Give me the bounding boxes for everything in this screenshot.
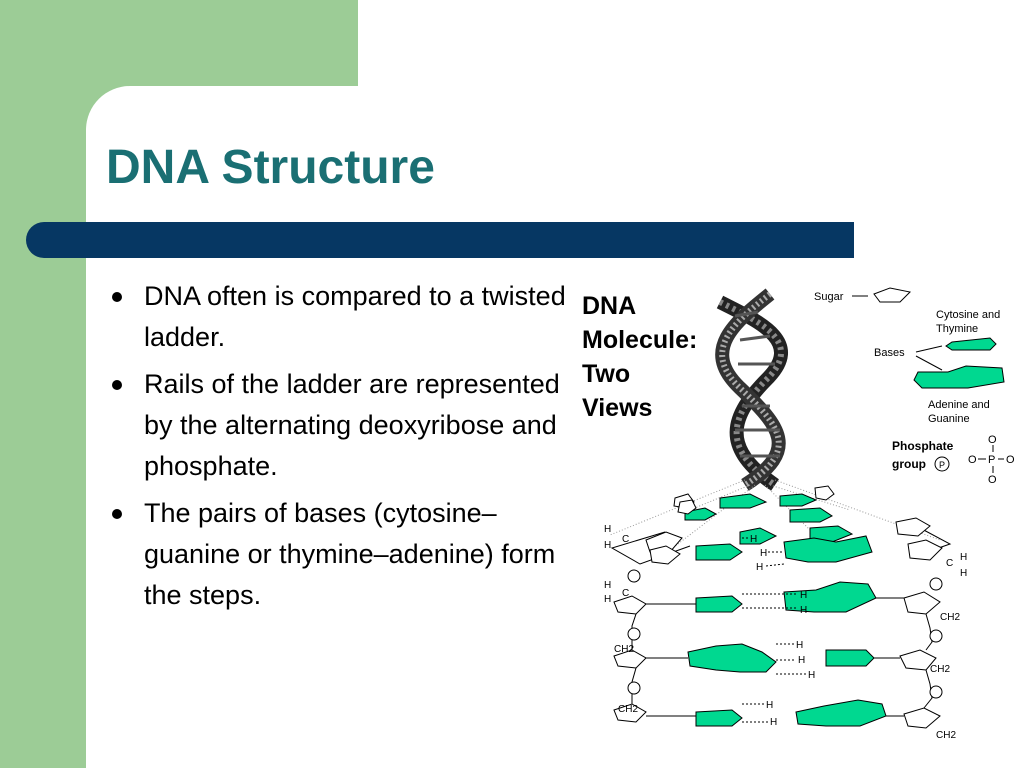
figure-heading-line: Molecule: bbox=[582, 326, 697, 354]
bullet-dot-icon bbox=[112, 292, 122, 302]
sugar-pentagon-icon bbox=[873, 287, 912, 303]
svg-text:H: H bbox=[798, 655, 805, 666]
phosphate-circle-icon bbox=[929, 685, 943, 699]
svg-text:O: O bbox=[1006, 454, 1015, 466]
bullet-item: DNA often is compared to a twisted ladde… bbox=[106, 276, 568, 358]
bullet-dot-icon bbox=[112, 380, 122, 390]
title-underline-bar bbox=[26, 222, 854, 258]
legend-bases-label: Bases bbox=[874, 347, 905, 359]
dna-molecule-figure: DNA Molecule: Two Views bbox=[570, 280, 1024, 768]
pyrimidine-base-icon bbox=[945, 337, 997, 351]
slide-title: DNA Structure bbox=[106, 141, 435, 194]
phosphate-circle-icon bbox=[929, 629, 943, 643]
svg-text:H: H bbox=[750, 534, 757, 545]
phosphate-circle-icon bbox=[627, 681, 641, 695]
figure-heading-line: Views bbox=[582, 394, 652, 422]
legend-guanine-line: Guanine bbox=[928, 413, 970, 425]
bullet-list: DNA often is compared to a twisted ladde… bbox=[106, 276, 568, 676]
figure-heading-line: Two bbox=[582, 360, 630, 388]
legend-cytosine-line: Thymine bbox=[936, 323, 978, 335]
svg-text:O: O bbox=[988, 434, 997, 446]
svg-text:H: H bbox=[604, 580, 611, 591]
svg-text:H: H bbox=[604, 524, 611, 535]
legend-phosphate-line: group bbox=[892, 457, 926, 471]
double-helix-illustration bbox=[609, 288, 941, 551]
purine-base-icon bbox=[913, 365, 1005, 389]
svg-text:H: H bbox=[960, 552, 967, 563]
svg-text:H: H bbox=[770, 717, 777, 728]
legend-phosphate-line: Phosphate bbox=[892, 439, 954, 453]
svg-text:C: C bbox=[622, 588, 629, 599]
svg-text:H: H bbox=[796, 640, 803, 651]
legend-cytosine-line: Cytosine and bbox=[936, 309, 1000, 321]
figure-background bbox=[570, 280, 1024, 768]
bullet-text: The pairs of bases (cytosine–guanine or … bbox=[144, 498, 556, 610]
svg-text:O: O bbox=[988, 474, 997, 486]
svg-text:CH2: CH2 bbox=[618, 704, 638, 715]
figure-legend: Sugar Cytosine and Thymine Bases Adenine… bbox=[814, 287, 1015, 486]
figure-heading: DNA Molecule: Two Views bbox=[582, 292, 697, 422]
bullet-item: Rails of the ladder are represented by t… bbox=[106, 364, 568, 487]
phosphate-circle-icon bbox=[929, 577, 943, 591]
figure-heading-line: DNA bbox=[582, 292, 636, 320]
svg-text:CH2: CH2 bbox=[930, 664, 950, 675]
svg-text:H: H bbox=[604, 594, 611, 605]
base-pair-ladder bbox=[610, 517, 952, 729]
svg-text:CH2: CH2 bbox=[614, 644, 634, 655]
phosphate-circle-icon bbox=[627, 627, 641, 641]
bullet-text: Rails of the ladder are represented by t… bbox=[144, 369, 560, 481]
svg-text:C: C bbox=[946, 558, 953, 569]
chemistry-labels: H H H H H H H H H H H H C H H C CH2 CH2 … bbox=[604, 524, 967, 741]
svg-text:H: H bbox=[760, 548, 767, 559]
legend-sugar-label: Sugar bbox=[814, 291, 844, 303]
svg-text:H: H bbox=[756, 562, 763, 573]
legend-adenine-line: Adenine and bbox=[928, 399, 990, 411]
svg-text:CH2: CH2 bbox=[936, 730, 956, 741]
svg-text:H: H bbox=[766, 700, 773, 711]
bullet-dot-icon bbox=[112, 509, 122, 519]
svg-text:P: P bbox=[988, 454, 995, 466]
phosphate-circle-label: P bbox=[939, 460, 945, 470]
phosphate-circle-icon bbox=[934, 456, 950, 472]
svg-text:H: H bbox=[808, 670, 815, 681]
svg-text:H: H bbox=[960, 568, 967, 579]
svg-text:H: H bbox=[604, 540, 611, 551]
svg-text:C: C bbox=[622, 534, 629, 545]
phosphate-circle-icon bbox=[627, 569, 641, 583]
bullet-text: DNA often is compared to a twisted ladde… bbox=[144, 281, 566, 352]
svg-text:H: H bbox=[800, 605, 807, 616]
svg-text:H: H bbox=[800, 590, 807, 601]
svg-text:CH2: CH2 bbox=[940, 612, 960, 623]
svg-text:O: O bbox=[968, 454, 977, 466]
bullet-item: The pairs of bases (cytosine–guanine or … bbox=[106, 493, 568, 616]
